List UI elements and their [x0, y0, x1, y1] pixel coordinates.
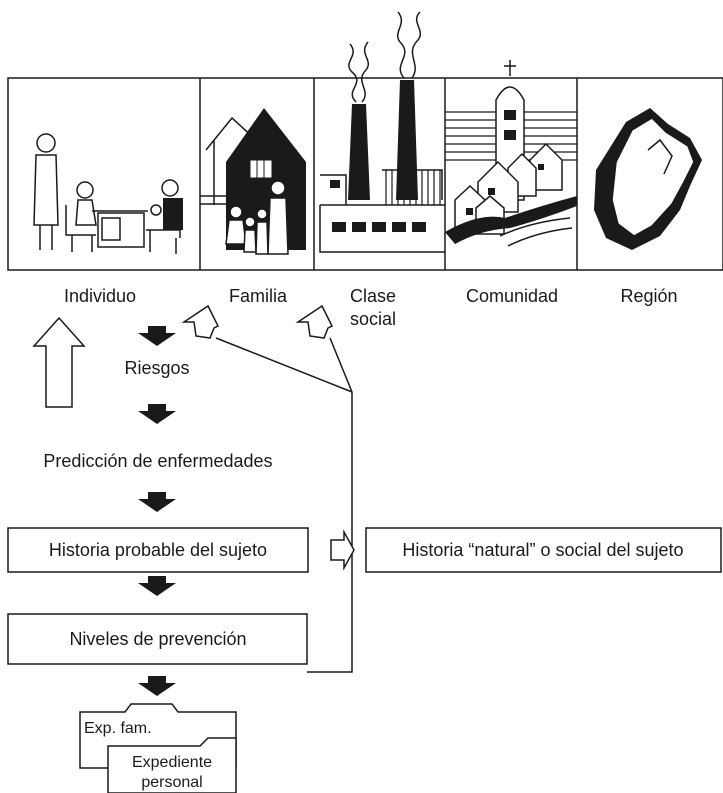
label-familia: Familia [229, 286, 288, 306]
region-map-icon [594, 108, 702, 250]
niveles-text: Niveles de prevención [69, 629, 246, 649]
niveles-box [7, 613, 308, 665]
diagonal-arrow-icon [295, 304, 334, 339]
historia-probable-box [7, 527, 309, 573]
label-region: Región [620, 286, 677, 306]
consultation-icon [33, 133, 183, 254]
label-clase: Clase [350, 286, 396, 306]
personal-folder-label-2: personal [141, 774, 202, 791]
personal-folder-label-1: Expediente [132, 754, 212, 771]
factory-icon [319, 11, 445, 253]
label-social: social [350, 309, 396, 329]
riesgos-text: Riesgos [124, 358, 189, 378]
town-church-icon [445, 60, 577, 247]
label-comunidad: Comunidad [466, 286, 558, 306]
family-house-icon [200, 108, 306, 255]
prediccion-text: Predicción de enfermedades [43, 451, 272, 471]
personal-folder: Expediente personal [107, 737, 237, 793]
down-arrow-icon [138, 576, 176, 596]
historia-probable-text: Historia probable del sujeto [49, 540, 267, 560]
diagonal-arrow-icon [181, 304, 220, 339]
label-individuo: Individuo [64, 286, 136, 306]
panel-labels: Individuo Familia Clase social Comunidad… [64, 286, 678, 329]
down-arrow-icon [138, 404, 176, 424]
historia-natural-box [365, 527, 722, 573]
connector-lines [215, 337, 353, 673]
family-folder-label: Exp. fam. [84, 720, 152, 737]
right-arrow-icon [330, 529, 355, 571]
down-arrow-icon [138, 326, 176, 346]
historia-natural-text: Historia “natural” o social del sujeto [402, 540, 683, 560]
up-arrow-icon [32, 316, 86, 408]
down-arrow-icon [138, 676, 176, 696]
down-arrow-icon [138, 492, 176, 512]
